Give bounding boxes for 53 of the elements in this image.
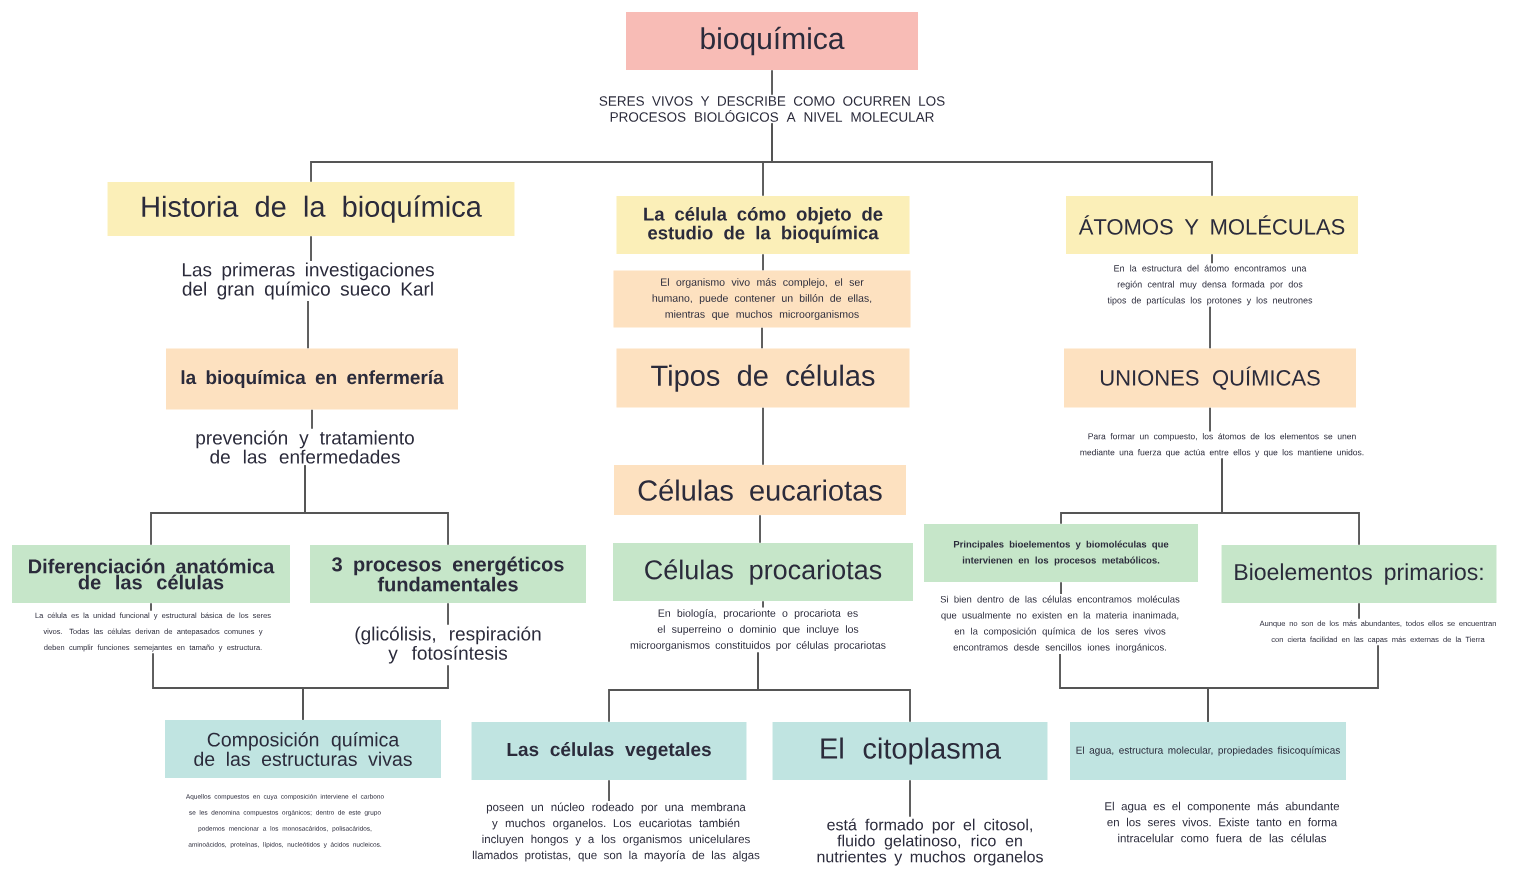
concept-box: Principales bioelementos y biomoléculas que intervienen en los procesos metabólicos. bbox=[924, 524, 1198, 582]
connector-line bbox=[302, 664, 449, 721]
connector-line bbox=[608, 779, 610, 802]
description-text: está formado por el citosol, fluido gelatinoso, rico en nutrientes y muchos organelos bbox=[817, 818, 1043, 866]
connector-line bbox=[304, 464, 449, 546]
connector-line bbox=[1209, 305, 1211, 350]
connector-line bbox=[762, 253, 764, 272]
connector-line bbox=[150, 602, 152, 612]
concept-box: Células eucariotas bbox=[614, 465, 906, 515]
concept-box: La célula cómo objeto de estudio de la bioquímica bbox=[616, 196, 910, 254]
concept-box: Composición química de las estructuras vivas bbox=[165, 720, 441, 778]
connector-line bbox=[759, 514, 761, 544]
concept-box: la bioquímica en enfermería bbox=[166, 348, 458, 410]
concept-box: El organismo vivo más complejo, el ser humano, puede contener un billón de ellas, mientras que muchos microorganismos bbox=[613, 270, 911, 328]
description-text: SERES VIVOS Y DESCRIBE COMO OCURREN LOS PROCESOS BIOLÓGICOS A NIVEL MOLECULAR bbox=[599, 96, 945, 122]
connector-line bbox=[447, 602, 449, 626]
title-box: bioquímica bbox=[626, 12, 918, 70]
description-text: poseen un núcleo rodeado por una membrana y muchos organelos. Los eucariotas también incluyen hongos y a los organismos unicelulares llamados protistas, que son la mayoría de las algas bbox=[472, 802, 760, 862]
concept-box: UNIONES QUÍMICAS bbox=[1064, 348, 1356, 408]
connector-line bbox=[310, 235, 312, 262]
connector-line bbox=[1211, 253, 1213, 265]
concept-box: El agua, estructura molecular, propiedades fisicoquímicas bbox=[1070, 722, 1346, 780]
connector-line bbox=[771, 122, 1213, 197]
concept-box: El citoplasma bbox=[772, 722, 1048, 780]
description-text: El agua es el componente más abundante en los seres vivos. Existe tanto en forma intracelular como fuera de las células bbox=[1105, 801, 1340, 843]
connector-line bbox=[762, 600, 764, 609]
connector-line bbox=[757, 651, 911, 723]
connector-line bbox=[771, 69, 773, 96]
connector-line bbox=[1060, 581, 1062, 595]
concept-box: Células procariotas bbox=[613, 543, 913, 601]
description-text: En la estructura del átomo encontramos una región central muy densa formada por dos tipos de partículas los protones y los neutrones bbox=[1107, 264, 1313, 306]
connector-line bbox=[307, 300, 309, 350]
description-text: (glicólisis, respiración y fotosíntesis bbox=[355, 626, 541, 664]
description-text: Para formar un compuesto, los átomos de los elementos se unen mediante una fuerza que actúa entre ellos y que los mantiene unidos. bbox=[1080, 433, 1364, 457]
connector-line bbox=[311, 408, 313, 430]
description-text: prevención y tratamiento de las enfermedades bbox=[196, 430, 414, 464]
concept-box: 3 procesos energéticos fundamentales bbox=[310, 545, 586, 603]
connector-line bbox=[1207, 644, 1379, 723]
concept-box: Tipos de células bbox=[616, 348, 910, 408]
description-text: Si bien dentro de las células encontramos moléculas que usualmente no existen en la materia inanimada, en la composición química de los seres vivos encontramos desde sencillos iones inorgánicos. bbox=[940, 595, 1180, 653]
concept-box: Historia de la bioquímica bbox=[107, 182, 515, 236]
concept-box: Las células vegetales bbox=[471, 722, 747, 780]
connector-line bbox=[761, 326, 763, 350]
concept-box: Diferenciación anatómica de las células bbox=[12, 545, 290, 603]
concept-box: Bioelementos primarios: bbox=[1221, 545, 1497, 603]
description-text: En biología, procarionte o procariota es el superreino o dominio que incluye los microorganismos constituidos por células procariotas bbox=[630, 609, 886, 651]
connector-line bbox=[1209, 406, 1211, 433]
connector-line bbox=[762, 406, 764, 466]
description-text: Las primeras investigaciones del gran químico sueco Karl bbox=[182, 262, 434, 300]
concept-box: ÁTOMOS Y MOLÉCULAS bbox=[1066, 196, 1358, 254]
connector-line bbox=[909, 779, 911, 818]
connector-line bbox=[1221, 457, 1360, 546]
connector-line bbox=[1358, 602, 1360, 620]
